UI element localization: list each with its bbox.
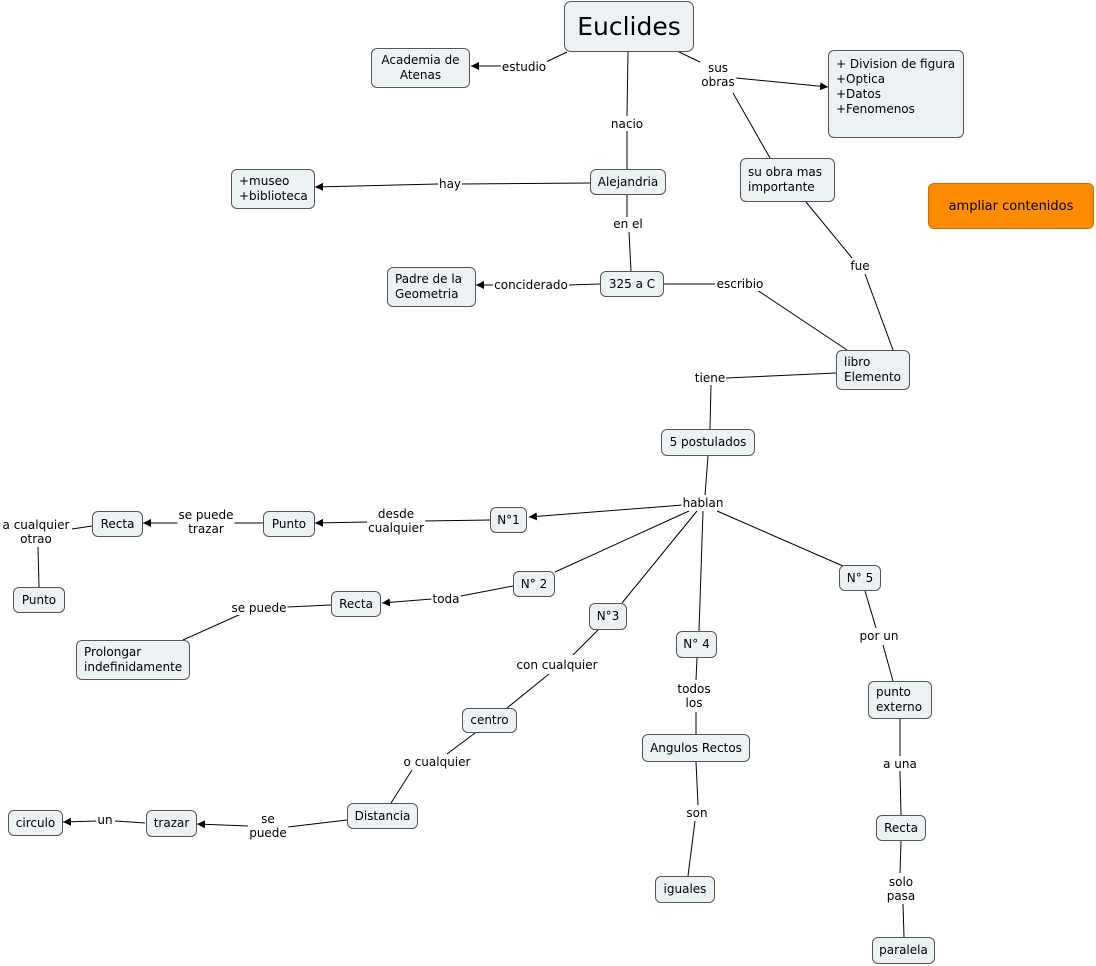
link-se-puede: se puede [230, 601, 288, 615]
link-toda: toda [431, 592, 461, 606]
concept-alejandria[interactable]: Alejandria [590, 169, 666, 195]
link-se-puede-2: se puede [248, 812, 288, 840]
link-escribio: escribio [715, 277, 765, 291]
concept-museo-biblioteca[interactable]: +museo +biblioteca [231, 169, 315, 209]
concept-n3[interactable]: N°3 [589, 603, 627, 630]
concept-padre-geometria[interactable]: Padre de la Geometria [387, 267, 476, 307]
link-con-cualquier: con cualquier [515, 658, 599, 672]
concept-n4[interactable]: N° 4 [676, 631, 717, 658]
concept-recta-2[interactable]: Recta [331, 591, 381, 617]
concept-iguales[interactable]: iguales [655, 876, 715, 903]
link-estudio: estudio [500, 60, 548, 74]
link-a-cualquier-otrao: a cualquier otrao [1, 518, 71, 546]
link-un: un [96, 813, 114, 827]
link-a-una: a una [882, 757, 918, 771]
concept-academia-de-atenas[interactable]: Academia de Atenas [371, 48, 470, 88]
link-conciderado: conciderado [493, 278, 569, 292]
link-por-un: por un [858, 629, 900, 643]
link-tiene: tiene [693, 371, 727, 385]
link-son: son [685, 806, 709, 820]
link-hay: hay [437, 177, 463, 191]
link-fue: fue [849, 259, 871, 273]
concept-prolongar[interactable]: Prolongar indefinidamente [76, 640, 190, 680]
concept-paralela[interactable]: paralela [872, 937, 935, 964]
link-hablan: hablan [681, 496, 725, 510]
concept-n2[interactable]: N° 2 [513, 571, 555, 597]
link-nacio: nacio [609, 117, 645, 131]
link-se-puede-trazar: se puede trazar [177, 508, 235, 536]
concept-punto-1[interactable]: Punto [263, 511, 315, 537]
ampliar-contenidos-button[interactable]: ampliar contenidos [928, 183, 1094, 229]
link-todos-los: todos los [676, 682, 712, 710]
concept-angulos-rectos[interactable]: Angulos Rectos [642, 734, 750, 762]
link-solo-pasa: solo pasa [885, 875, 917, 903]
link-o-cualquier: o cualquier [402, 755, 472, 769]
concept-trazar[interactable]: trazar [146, 810, 197, 837]
link-en-el: en el [612, 217, 644, 231]
concept-5-postulados[interactable]: 5 postulados [661, 429, 755, 456]
concept-libro-elemento[interactable]: libro Elemento [836, 350, 910, 390]
concept-recta-3[interactable]: Recta [876, 815, 926, 841]
link-sus-obras: sus obras [700, 61, 736, 89]
concept-distancia[interactable]: Distancia [347, 803, 418, 829]
concept-euclides[interactable]: Euclides [564, 1, 694, 52]
link-desde-cualquier: desde cualquier [367, 507, 425, 535]
concept-centro[interactable]: centro [462, 708, 517, 733]
concept-n5[interactable]: N° 5 [839, 565, 881, 591]
concept-325-ac[interactable]: 325 a C [600, 271, 664, 297]
concept-obra-importante[interactable]: su obra mas importante [740, 158, 835, 202]
concept-punto-2[interactable]: Punto [13, 587, 65, 613]
concept-n1[interactable]: N°1 [490, 507, 527, 533]
concept-recta-1[interactable]: Recta [92, 511, 143, 537]
concept-circulo[interactable]: circulo [8, 810, 63, 836]
concept-obras-list[interactable]: + Division de figura +Optica +Datos +Fen… [828, 50, 964, 138]
concept-punto-externo[interactable]: punto externo [868, 681, 932, 719]
